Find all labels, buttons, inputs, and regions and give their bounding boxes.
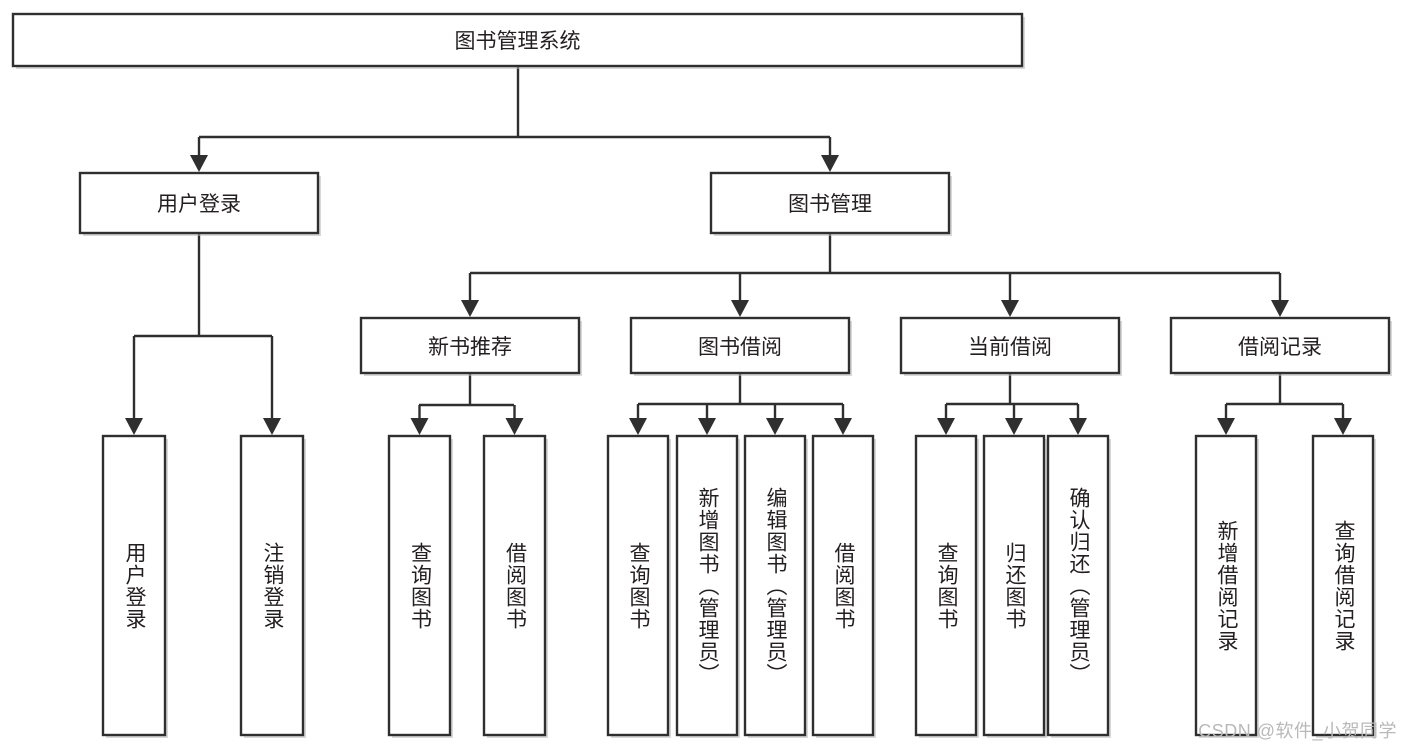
node-leaf-confirm-return[interactable] [1046,434,1111,738]
node-leaf-add-book[interactable] [675,434,740,738]
connector-userlogin-to-leaves [125,233,281,435]
node-leaf-query-record[interactable] [1311,434,1376,738]
node-current-borrow[interactable] [899,316,1122,376]
node-leaf-borrow-book-1[interactable] [482,434,548,738]
node-leaf-query-book-1[interactable] [387,434,453,738]
node-leaf-query-book-3[interactable] [914,434,979,738]
node-leaf-query-book-2[interactable] [606,434,671,738]
connector-borrow-to-leaves [629,373,852,435]
node-box-layer [11,12,1392,738]
connector-record-to-leaves [1217,373,1352,435]
node-leaf-user-logout[interactable] [239,434,306,738]
node-leaf-edit-book[interactable] [743,434,808,738]
watermark: CSDN @软件_小贺同学 [1198,721,1397,741]
connector-layer [125,66,1352,435]
connector-root-to-level2 [190,66,839,172]
node-book-manage[interactable] [709,171,952,236]
node-book-borrow[interactable] [629,316,852,376]
connector-recommend-to-leaves [410,373,524,435]
node-leaf-user-login[interactable] [101,434,168,738]
connector-current-to-leaves [937,373,1087,435]
node-leaf-return-book[interactable] [982,434,1047,738]
node-leaf-borrow-book-2[interactable] [811,434,876,738]
node-borrow-record[interactable] [1169,316,1392,376]
connector-bookmanage-to-level3 [461,233,1289,317]
node-user-login[interactable] [78,171,321,236]
node-leaf-add-record[interactable] [1194,434,1259,738]
node-root[interactable] [11,12,1025,69]
node-new-book-recommend[interactable] [359,316,582,376]
